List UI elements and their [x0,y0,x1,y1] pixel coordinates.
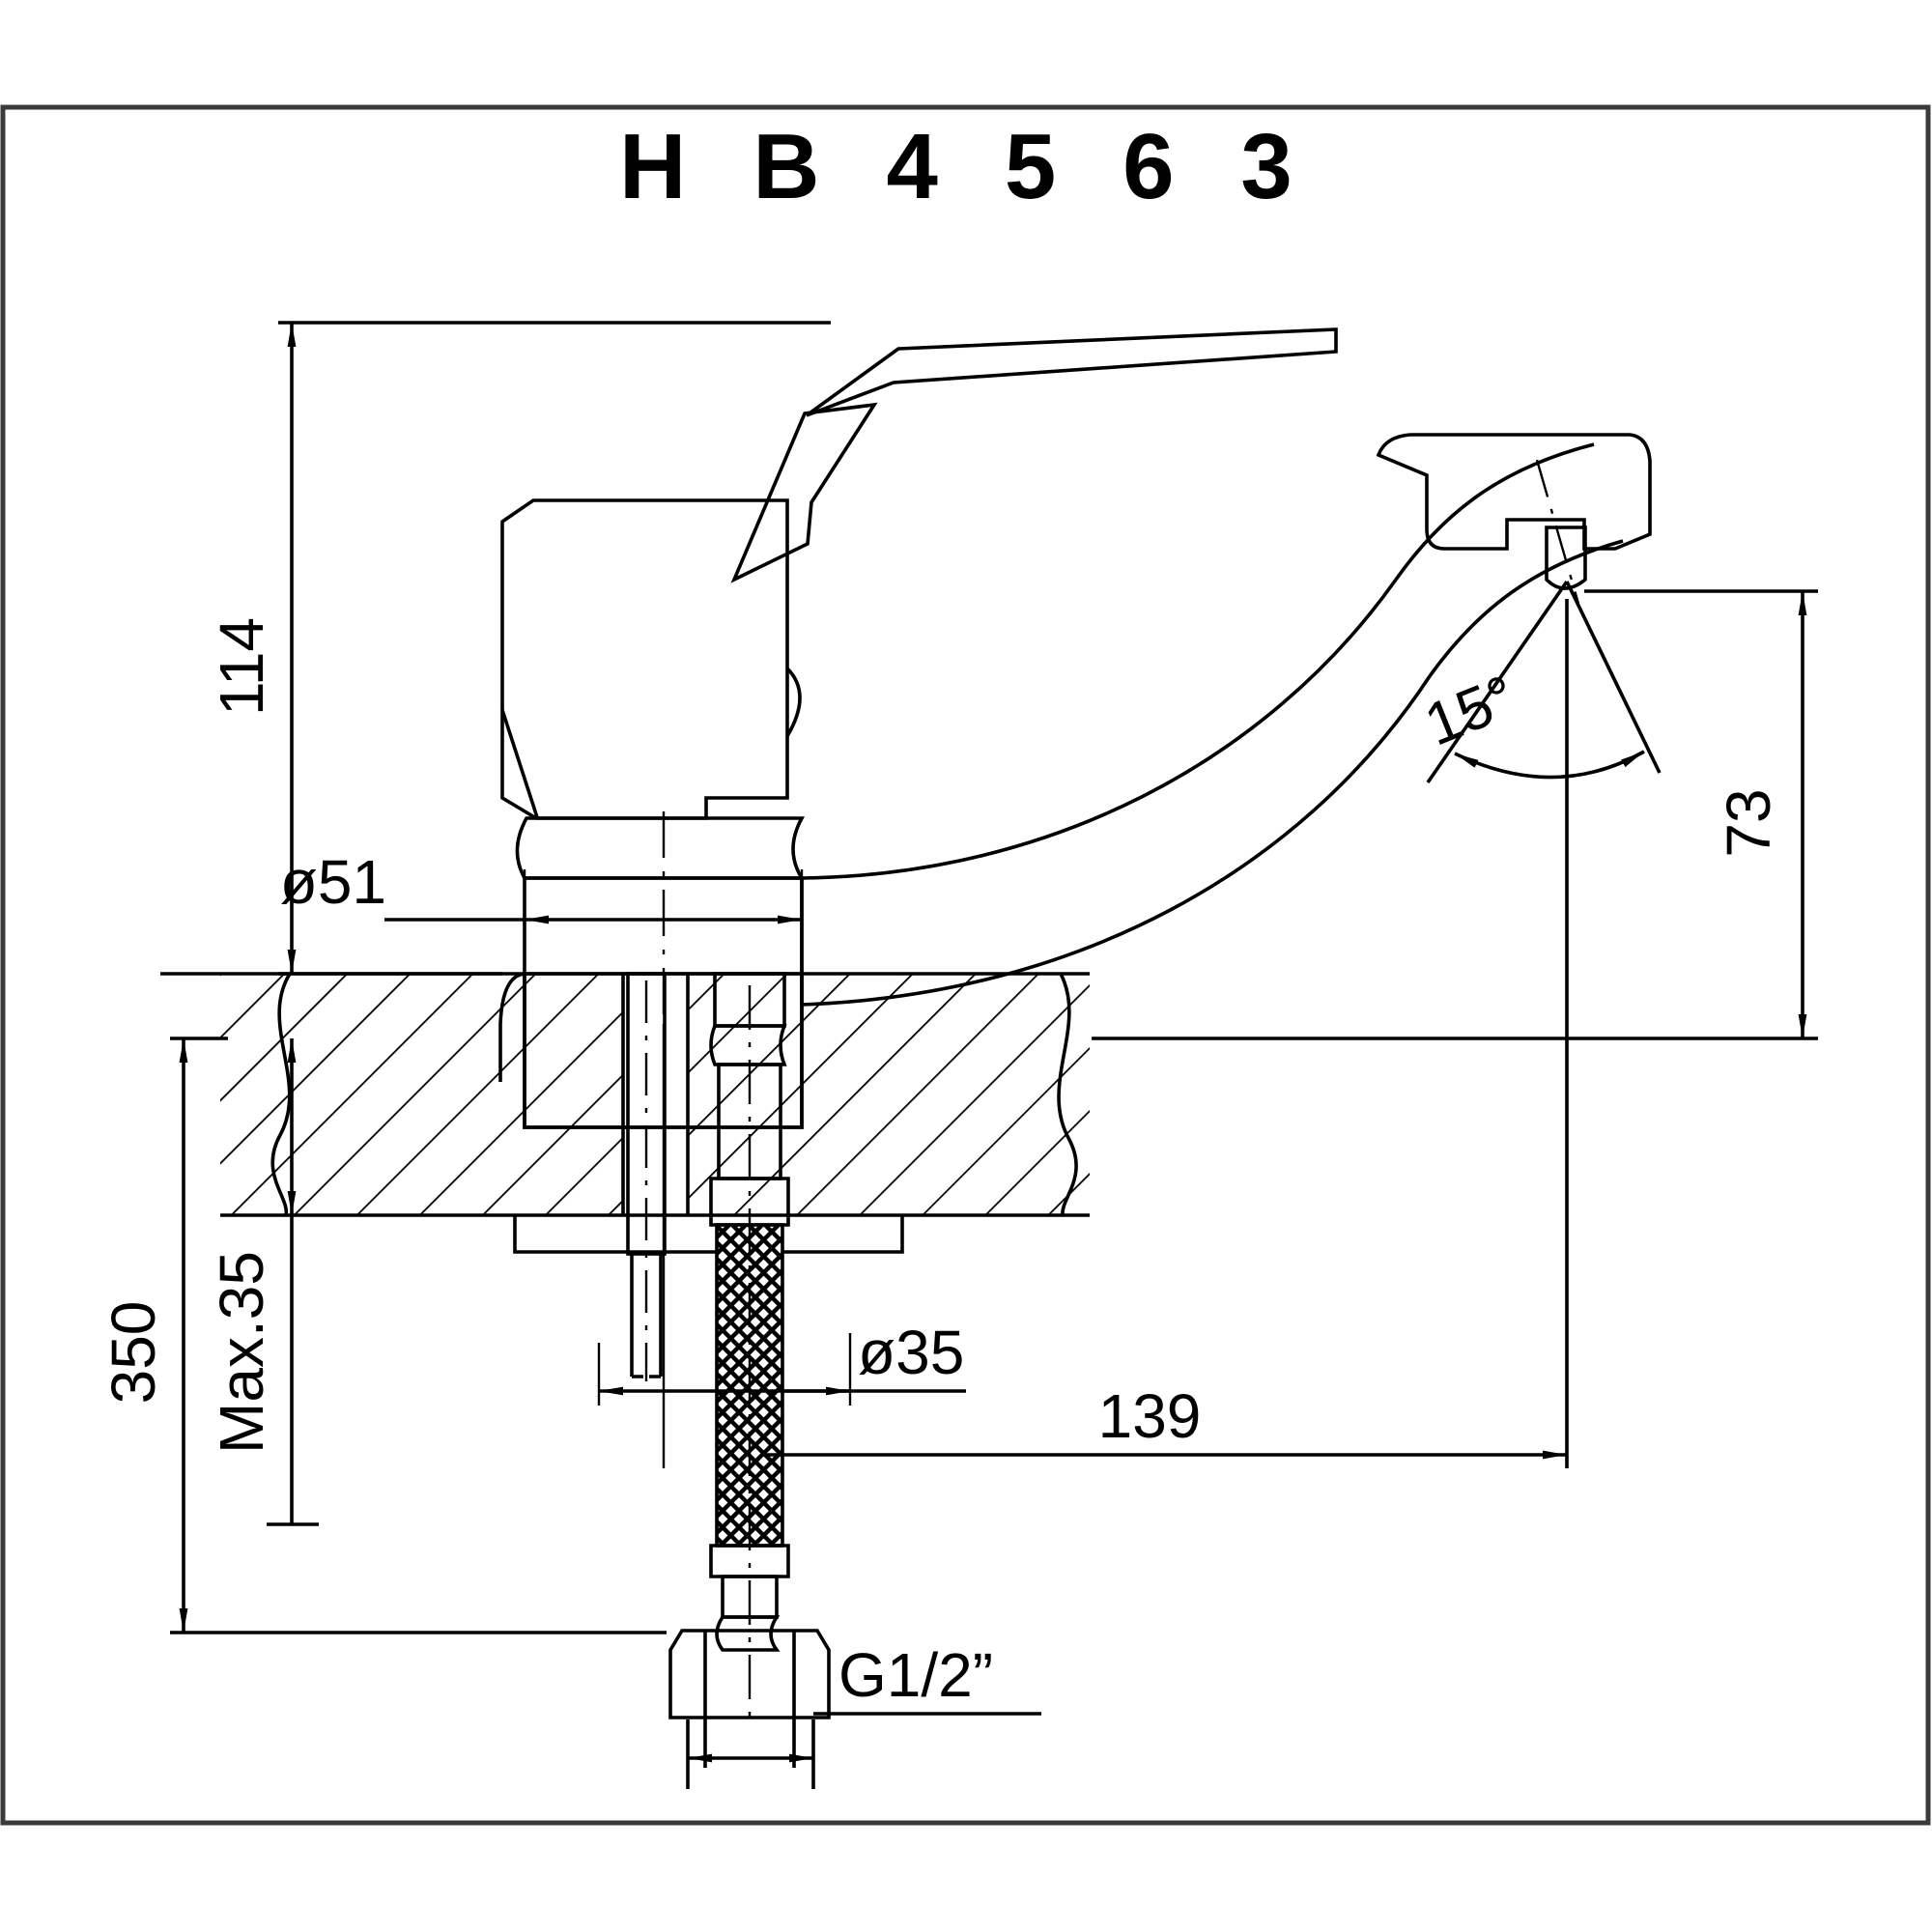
handle-pivot-boss [785,667,802,737]
spout-head-top [1394,442,1595,582]
dimension-label-d51: ø51 [280,847,386,917]
underdeck-assembly [513,972,904,1768]
hose-ferrule-bead-bottom [709,1177,790,1227]
hex-nut [668,1629,831,1719]
countertop-section [160,972,1090,1217]
dimension-label-139: 139 [1098,1381,1202,1451]
dimension-label-d35: ø35 [858,1318,964,1387]
dimension-label-angle-15: 15° [1416,663,1525,758]
lever-handle [805,327,1338,417]
angle-ref-vertical [1426,580,1569,784]
dimension-diameter-51: ø51 [280,847,804,976]
dimension-hose-350: 350 [99,1037,667,1634]
spout-arm-upper [801,578,1398,880]
handle-block [500,498,789,820]
lever-neck [730,402,878,583]
connector-bead [715,1615,781,1652]
angle-ref-axis [1565,581,1662,774]
dimension-deck-max35: Max.35 [207,1038,319,1526]
clamping-plate [513,1215,904,1254]
spout-head-front [1428,539,1624,678]
dimension-reach-139: 139 [662,599,1569,1468]
angle-arc-15 [1454,750,1645,780]
dimension-angle-15: 15° [1416,580,1662,784]
dimension-height-73: 73 [1092,589,1818,1040]
sheet-border [0,104,1931,1826]
spout-arm-lower [801,675,1432,1007]
spout-head [1376,433,1652,551]
dimension-label-g12: G1/2” [838,1640,993,1710]
deck-break-left [270,973,292,1216]
dimension-label-114: 114 [207,617,276,716]
countertop-hatch-right [688,974,1090,1215]
body-collar [515,816,806,880]
stud-extension [630,1254,663,1378]
spout-axis-center-line [1535,459,1580,605]
nut-outlet [703,1718,796,1768]
handle-cap-bevel [500,709,539,818]
hose-ferrule-lower [709,1544,790,1578]
dimension-height-114: 114 [207,321,831,976]
dimension-label-73: 73 [1714,788,1783,857]
hose-ferrule-bead-top [709,1024,787,1066]
dimension-diameter-35: ø35 [597,1318,966,1406]
page-title: H B 4 5 6 3 [619,115,1313,218]
countertop-hatch-left [220,974,623,1215]
dimension-label-350: 350 [99,1301,168,1405]
deck-break-right [1057,973,1078,1216]
hex-nut-facets [703,1631,796,1718]
dimension-thread-g12: G1/2” [686,1640,1041,1789]
aerator [1545,526,1587,590]
dimension-label-max35: Max.35 [207,1251,276,1454]
